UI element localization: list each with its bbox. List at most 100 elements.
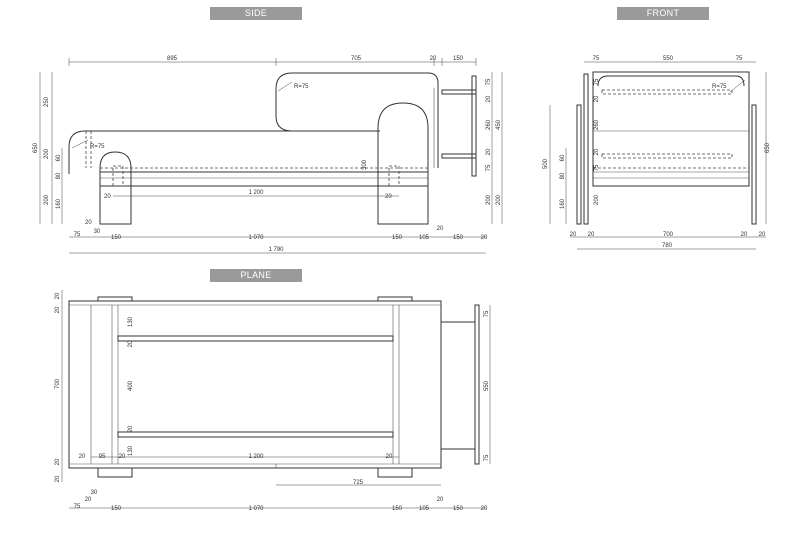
front-dim-in-75b: 75 bbox=[594, 164, 600, 171]
plane-dim-b-105: 105 bbox=[419, 506, 430, 512]
front-dim-b-700: 700 bbox=[663, 232, 674, 238]
front-dim-in-200: 200 bbox=[594, 194, 600, 205]
side-dim-mid-20c: 20 bbox=[85, 220, 92, 226]
plane-rail-top bbox=[117, 335, 394, 342]
front-dim-160: 160 bbox=[560, 198, 566, 209]
side-radius-leader-a bbox=[277, 81, 293, 92]
side-dim-650: 650 bbox=[33, 142, 39, 153]
plane-dim-95: 95 bbox=[99, 454, 106, 460]
front-radius-label: R=75 bbox=[712, 84, 727, 90]
front-dim-b-20d: 20 bbox=[759, 232, 766, 238]
plane-dim-1200: 1 200 bbox=[248, 454, 264, 460]
side-dim-b-20top: 20 bbox=[437, 226, 444, 232]
plane-dim-r-75a: 75 bbox=[484, 310, 490, 317]
front-dim-in-75: 75 bbox=[594, 78, 600, 85]
side-dim-200b: 200 bbox=[44, 194, 50, 205]
side-dim-60: 60 bbox=[56, 154, 62, 161]
side-dim-b-105: 105 bbox=[419, 235, 430, 241]
plane-dim-b-150c: 150 bbox=[453, 506, 464, 512]
plane-dim-725: 725 bbox=[353, 480, 364, 486]
side-hidden-block-right bbox=[388, 165, 400, 187]
side-dim-895: 895 bbox=[167, 56, 178, 62]
front-dim-500: 500 bbox=[543, 158, 549, 169]
plane-dim-m-20c: 20 bbox=[386, 454, 393, 460]
side-dim-b-20: 20 bbox=[481, 235, 488, 241]
front-dim-60: 60 bbox=[560, 154, 566, 161]
plane-view: 20 20 700 20 20 130 20 400 20 130 75 550… bbox=[55, 290, 491, 512]
front-frame bbox=[592, 71, 750, 187]
side-armrest bbox=[68, 130, 380, 174]
side-dim-1200: 1 200 bbox=[248, 190, 264, 196]
plane-back-plank bbox=[474, 304, 480, 465]
side-dim-mid-20b: 20 bbox=[385, 194, 392, 200]
side-seat bbox=[99, 171, 429, 187]
side-radius-label-b: R=75 bbox=[90, 144, 105, 150]
front-side-plank-left-inner bbox=[583, 73, 589, 225]
side-dim-160: 160 bbox=[56, 198, 62, 209]
side-dim-200: 200 bbox=[44, 148, 50, 159]
front-dim-in-20b: 20 bbox=[594, 148, 600, 155]
front-dim-b-20c: 20 bbox=[741, 232, 748, 238]
side-back-plank bbox=[471, 75, 477, 177]
plane-dim-l-20d: 20 bbox=[55, 475, 61, 482]
plane-leg-top-right bbox=[377, 296, 413, 302]
side-radius-leader-b bbox=[71, 139, 89, 149]
side-dim-80: 80 bbox=[56, 172, 62, 179]
side-dim-r-20b: 20 bbox=[486, 148, 492, 155]
plane-leg-bottom-left bbox=[97, 467, 133, 478]
front-backrest-curve bbox=[597, 75, 745, 87]
side-dim-b-30: 30 bbox=[94, 229, 101, 235]
front-dim-b-20b: 20 bbox=[588, 232, 595, 238]
plane-dim-in-20b: 20 bbox=[128, 425, 134, 432]
front-dim-t-75a: 75 bbox=[593, 56, 600, 62]
plane-dim-b-75: 75 bbox=[74, 504, 81, 510]
side-dim-r-200: 200 bbox=[486, 194, 492, 205]
plane-dim-b-20top: 20 bbox=[437, 497, 444, 503]
side-rod-top bbox=[441, 89, 477, 95]
side-dim-mid-20a: 20 bbox=[104, 194, 111, 200]
side-dim-b-150: 150 bbox=[111, 235, 122, 241]
plane-dim-550: 550 bbox=[484, 380, 490, 391]
front-dim-b-20a: 20 bbox=[570, 232, 577, 238]
plane-dim-in-20a: 20 bbox=[128, 340, 134, 347]
plane-dim-l-20b: 20 bbox=[55, 306, 61, 313]
plane-dim-b-150b: 150 bbox=[392, 506, 403, 512]
front-side-plank-right bbox=[751, 104, 757, 225]
side-dim-total: 1 790 bbox=[268, 247, 284, 253]
front-dim-t-75b: 75 bbox=[736, 56, 743, 62]
plane-dim-700: 700 bbox=[55, 378, 61, 389]
front-dim-in-260: 260 bbox=[594, 119, 600, 130]
front-dim-80: 80 bbox=[560, 172, 566, 179]
side-dim-705: 705 bbox=[351, 56, 362, 62]
plane-dim-b-30: 30 bbox=[91, 490, 98, 496]
side-dim-r-260: 260 bbox=[486, 119, 492, 130]
front-view-title: FRONT bbox=[617, 7, 709, 20]
front-hidden-rod-bottom bbox=[601, 153, 733, 159]
front-view: 75 550 75 R=75 500 60 80 160 650 75 20 2… bbox=[543, 56, 771, 250]
side-hidden-block-left bbox=[112, 165, 124, 187]
side-dim-250: 250 bbox=[44, 96, 50, 107]
plane-rail-bottom bbox=[117, 431, 394, 438]
side-dim-b-1070: 1 070 bbox=[248, 235, 264, 241]
side-dim-r-75: 75 bbox=[486, 78, 492, 85]
side-dim-b-150b: 150 bbox=[392, 235, 403, 241]
side-dim-top-20: 20 bbox=[430, 56, 437, 62]
side-dim-b-75: 75 bbox=[74, 232, 81, 238]
plane-dim-l-20c: 20 bbox=[55, 458, 61, 465]
plane-dim-r-75b: 75 bbox=[484, 454, 490, 461]
plane-view-title: PLANE bbox=[210, 269, 302, 282]
plane-dim-l-20a: 20 bbox=[55, 292, 61, 299]
plane-outline bbox=[68, 300, 442, 469]
plane-dim-m-20b: 20 bbox=[119, 454, 126, 460]
side-dim-r-450: 450 bbox=[496, 119, 502, 130]
plane-leg-bottom-right bbox=[377, 467, 413, 478]
front-radius-leader bbox=[729, 79, 746, 93]
side-dim-r-200b: 200 bbox=[496, 194, 502, 205]
side-view: 895 705 20 150 R=75 R=75 650 250 200 60 … bbox=[33, 56, 503, 254]
plane-dim-b-150: 150 bbox=[111, 506, 122, 512]
plane-backrest-block bbox=[440, 321, 476, 450]
side-dim-top-150: 150 bbox=[453, 56, 464, 62]
plane-dim-in-130b: 130 bbox=[128, 445, 134, 456]
side-arch-leg-right bbox=[377, 102, 429, 225]
